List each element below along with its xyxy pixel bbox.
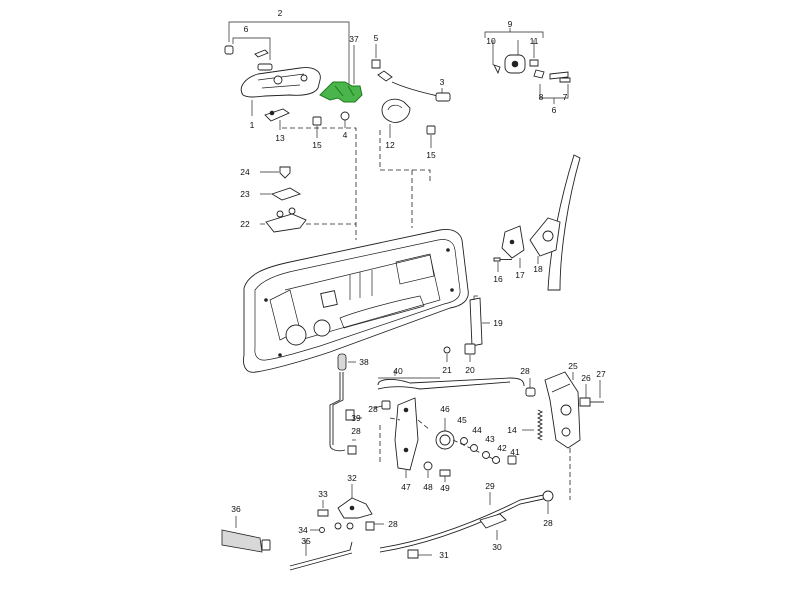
callout-28: 28 <box>543 518 553 528</box>
inner-handle-parts <box>260 166 356 233</box>
cable-clip <box>479 513 507 529</box>
release-lever <box>394 397 419 471</box>
callout-32: 32 <box>347 473 357 483</box>
callout-28: 28 <box>368 404 378 414</box>
callout-11: 11 <box>530 36 539 46</box>
callout-19: 19 <box>493 318 503 328</box>
callout-39: 39 <box>351 413 361 423</box>
lever-group <box>373 370 525 482</box>
key-part <box>224 45 234 55</box>
callout-6: 6 <box>552 105 557 115</box>
callout-15: 15 <box>426 150 436 160</box>
callout-9: 9 <box>508 19 513 29</box>
callout-44: 44 <box>472 425 482 435</box>
callout-37: 37 <box>349 34 359 44</box>
highlighted-lock-part <box>319 81 363 103</box>
callout-35: 35 <box>301 536 311 546</box>
callout-36: 36 <box>231 504 241 514</box>
spring <box>536 409 544 441</box>
callout-17: 17 <box>515 270 525 280</box>
callout-23: 23 <box>240 189 250 199</box>
callout-49: 49 <box>440 483 450 493</box>
callout-14: 14 <box>507 425 517 435</box>
clip <box>279 166 291 179</box>
outer-door-handle-group <box>224 21 451 240</box>
screw-head <box>371 59 381 69</box>
callout-34: 34 <box>298 525 308 535</box>
callout-labels: 2 6 37 5 3 1 13 4 15 12 15 9 10 11 8 7 6… <box>231 8 606 560</box>
callout-16: 16 <box>493 274 503 284</box>
callout-28: 28 <box>351 426 361 436</box>
callout-47: 47 <box>401 482 411 492</box>
callout-18: 18 <box>533 264 543 274</box>
callout-30: 30 <box>492 542 502 552</box>
handle-seal <box>264 108 290 122</box>
lock-cylinder <box>377 70 393 82</box>
callout-8: 8 <box>539 92 544 102</box>
callout-21: 21 <box>442 365 452 375</box>
callout-25: 25 <box>568 361 578 371</box>
actuator-bracket <box>337 497 373 519</box>
callout-41: 41 <box>510 447 520 457</box>
handle-cover <box>381 98 411 123</box>
callout-6: 6 <box>244 24 249 34</box>
nut <box>312 116 322 126</box>
callout-33: 33 <box>318 489 328 499</box>
callout-31: 31 <box>439 550 449 560</box>
callout-42: 42 <box>497 443 507 453</box>
callout-15: 15 <box>312 140 322 150</box>
door-lock-group <box>522 371 604 500</box>
callout-12: 12 <box>385 140 395 150</box>
callout-29: 29 <box>485 481 495 491</box>
callout-45: 45 <box>457 415 467 425</box>
callout-40: 40 <box>393 366 403 376</box>
callout-26: 26 <box>581 373 591 383</box>
callout-20: 20 <box>465 365 475 375</box>
callout-48: 48 <box>423 482 433 492</box>
callout-1: 1 <box>250 120 255 130</box>
lock-cylinder-group <box>484 28 571 104</box>
fasteners-group <box>460 437 517 465</box>
callout-24: 24 <box>240 167 250 177</box>
door-panel-outline <box>243 229 469 373</box>
callout-5: 5 <box>374 33 379 43</box>
callout-3: 3 <box>440 77 445 87</box>
hinge-actuator-group <box>221 484 384 571</box>
window-guide-group <box>443 154 581 362</box>
callout-22: 22 <box>240 219 250 229</box>
callout-10: 10 <box>486 36 496 46</box>
rod-sleeve <box>337 353 347 371</box>
callout-13: 13 <box>275 133 285 143</box>
grease-tube <box>221 529 263 553</box>
key-blade <box>254 49 269 58</box>
callout-7: 7 <box>563 92 568 102</box>
inner-handle <box>265 213 307 233</box>
release-cable-group <box>379 490 554 559</box>
remote-rod-group <box>329 353 362 455</box>
callout-4: 4 <box>343 130 348 140</box>
screw <box>340 111 350 121</box>
callout-2: 2 <box>278 8 283 18</box>
bezel <box>270 187 302 201</box>
callout-28: 28 <box>388 519 398 529</box>
callout-38: 38 <box>359 357 369 367</box>
callout-27: 27 <box>596 369 606 379</box>
callout-28: 28 <box>520 366 530 376</box>
callout-46: 46 <box>440 404 450 414</box>
callout-43: 43 <box>485 434 495 444</box>
key <box>549 71 569 80</box>
lock-rod-guide <box>469 297 483 347</box>
door-shell <box>243 229 469 373</box>
